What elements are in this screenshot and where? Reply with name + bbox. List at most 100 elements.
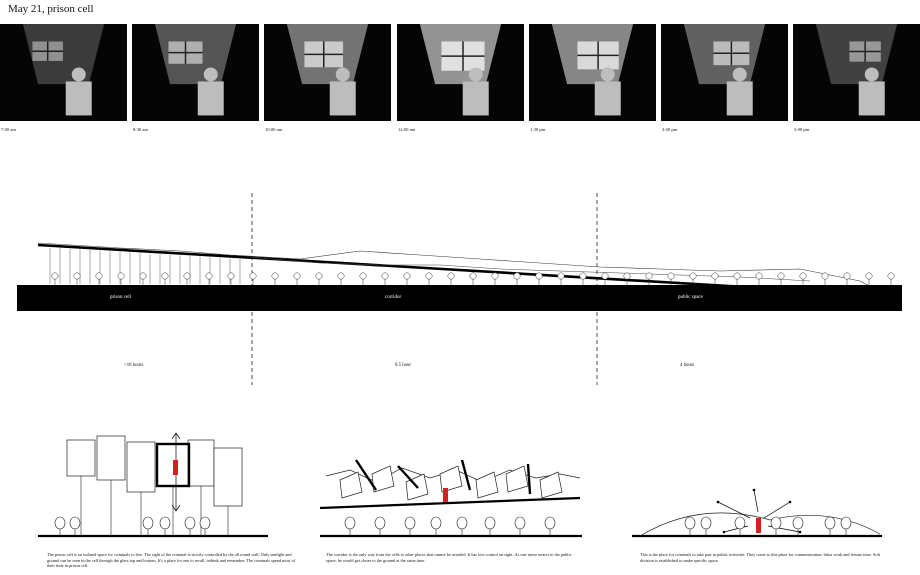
description-prison-cell: The prison cell is an isolated space for… <box>47 552 296 569</box>
tree <box>117 272 125 280</box>
tree <box>51 272 59 280</box>
zone-label-public-space: public space <box>678 295 703 300</box>
tree <box>227 272 235 280</box>
corridor-panel <box>505 465 529 493</box>
section-drawing <box>17 193 902 385</box>
corridor-wall <box>355 459 377 491</box>
tree <box>777 272 785 280</box>
ground-band <box>17 285 902 311</box>
figure-body <box>329 81 356 116</box>
corridor-panel <box>439 465 463 493</box>
time-label: 12:00 am <box>398 127 416 132</box>
tree <box>792 516 804 530</box>
tree <box>69 516 81 530</box>
cell-box <box>126 441 156 493</box>
page-title: May 21, prison cell <box>8 3 94 15</box>
figure-body <box>65 81 92 116</box>
tree <box>865 272 873 280</box>
movement-arrow <box>763 501 791 519</box>
tree <box>824 516 836 530</box>
time-label: 7:00 am <box>1 127 16 132</box>
highlight-cell <box>155 442 191 488</box>
arrow-head-icon <box>722 530 726 534</box>
tree <box>456 516 468 530</box>
time-label: 3:00 pm <box>662 127 678 132</box>
tree <box>843 272 851 280</box>
tree <box>491 272 499 280</box>
figure-head <box>468 67 483 82</box>
tree <box>484 516 496 530</box>
tree <box>271 272 279 280</box>
cell-photo <box>793 24 920 121</box>
description-public-space: This is the place for criminals to take … <box>640 552 881 563</box>
tree <box>161 272 169 280</box>
arrow-head-icon <box>716 500 720 504</box>
figure-head <box>71 67 86 82</box>
tree <box>623 272 631 280</box>
corridor-wall <box>526 463 532 495</box>
tree <box>403 272 411 280</box>
tree <box>645 272 653 280</box>
tree <box>513 272 521 280</box>
tree <box>205 272 213 280</box>
time-label: 8:30 am <box>133 127 148 132</box>
tree <box>249 272 257 280</box>
cell-photo <box>0 24 127 121</box>
time-label: 1:30 pm <box>530 127 546 132</box>
arrow-down-icon <box>171 504 181 512</box>
cell-box <box>66 439 96 477</box>
tree <box>770 516 782 530</box>
corridor-panel <box>339 471 363 499</box>
tree <box>684 516 696 530</box>
tree <box>601 272 609 280</box>
tree <box>54 516 66 530</box>
corridor-wall <box>397 465 419 489</box>
cell-photo <box>397 24 524 121</box>
corridor-panel <box>475 471 499 499</box>
corridor-slope-line <box>319 496 581 510</box>
figure-body <box>858 81 885 116</box>
cell-box <box>96 435 126 481</box>
figure-head <box>600 67 615 82</box>
duration-public-space: 4 hours <box>680 363 695 368</box>
tree <box>315 272 323 280</box>
tree <box>139 272 147 280</box>
tree <box>514 516 526 530</box>
roof-outline <box>37 242 876 290</box>
tree <box>183 272 191 280</box>
tree <box>821 272 829 280</box>
figure-head <box>203 67 218 82</box>
tree <box>711 272 719 280</box>
arrow-head-icon <box>788 500 792 504</box>
tree <box>199 516 211 530</box>
tree <box>535 272 543 280</box>
duration-corridor: 0.5 hour <box>395 363 411 368</box>
arrow-head-icon <box>798 530 802 534</box>
zone-label-corridor: corridor <box>385 295 402 300</box>
tree <box>337 272 345 280</box>
arrow-up-icon <box>171 432 181 440</box>
movement-arrow <box>753 489 759 513</box>
tree <box>734 516 746 530</box>
roof-outline <box>249 256 811 282</box>
tree <box>700 516 712 530</box>
tree <box>579 272 587 280</box>
time-label: 10:00 am <box>265 127 283 132</box>
detail-diagrams <box>38 432 882 538</box>
tree <box>184 516 196 530</box>
tree <box>159 516 171 530</box>
movement-arrow <box>717 501 751 519</box>
tree <box>447 272 455 280</box>
time-label: 5:00 pm <box>794 127 810 132</box>
red-figure <box>756 518 761 533</box>
tree <box>887 272 895 280</box>
tree <box>344 516 356 530</box>
figure-head <box>864 67 879 82</box>
tree <box>293 272 301 280</box>
cell-box <box>213 447 243 507</box>
tree <box>469 272 477 280</box>
tree <box>381 272 389 280</box>
tree <box>544 516 556 530</box>
cell-box <box>187 439 215 487</box>
tree <box>733 272 741 280</box>
